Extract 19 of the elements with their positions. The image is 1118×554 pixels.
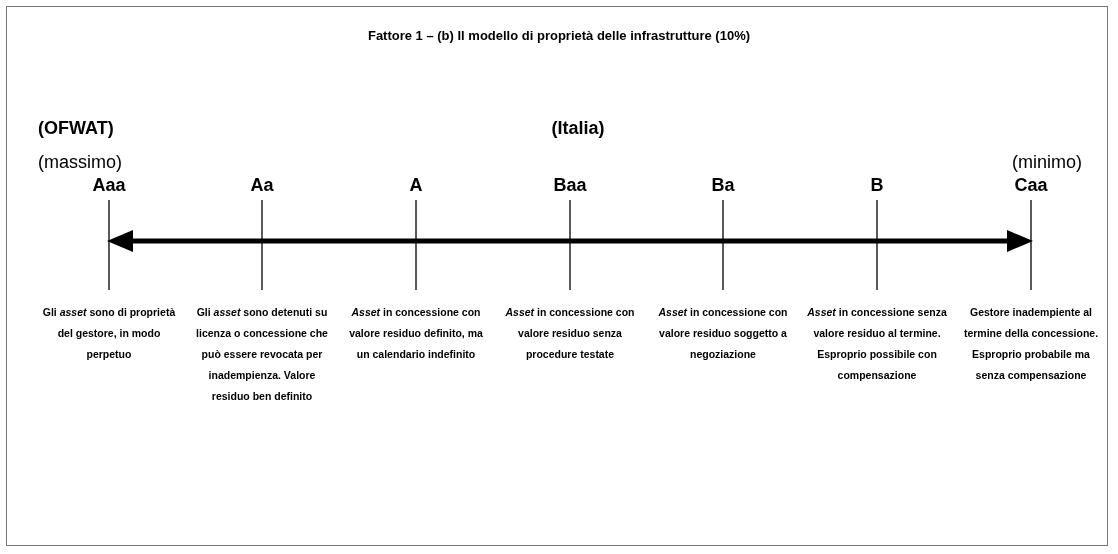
scale-end-label: (minimo) bbox=[1011, 152, 1082, 173]
description-text: Asset in concessione con valore residuo definito, ma un calendario indefinito bbox=[348, 305, 484, 362]
rating-label: Aa bbox=[249, 175, 275, 196]
scale-end-label: (massimo) bbox=[38, 152, 122, 173]
rating-label: Caa bbox=[1013, 175, 1049, 196]
rating-label: B bbox=[869, 175, 885, 196]
rating-label: Aaa bbox=[91, 175, 127, 196]
description-text: Asset in concessione senza valore residuo al termine. Esproprio possibile con compensazione bbox=[807, 305, 947, 383]
regulator-label: (OFWAT) bbox=[38, 118, 114, 139]
rating-label: Ba bbox=[710, 175, 736, 196]
description-text: Asset in concessione con valore residuo soggetto a negoziazione bbox=[657, 305, 789, 362]
description-text: Gli asset sono detenuti su licenza o concessione che può essere revocata per inadempienza. Valore residuo ben definito bbox=[195, 305, 329, 404]
description-text: Gli asset sono di proprietà del gestore, in modo perpetuo bbox=[41, 305, 177, 362]
country-label: (Italia) bbox=[550, 118, 606, 139]
rating-label: A bbox=[408, 175, 424, 196]
description-text: Gestore inadempiente al termine della concessione. Esproprio probabile ma senza compensazione bbox=[962, 305, 1100, 383]
rating-label: Baa bbox=[552, 175, 588, 196]
title: Fattore 1 – (b) Il modello di proprietà delle infrastrutture (10%) bbox=[366, 28, 752, 43]
description-text: Asset in concessione con valore residuo senza procedure testate bbox=[504, 305, 636, 362]
